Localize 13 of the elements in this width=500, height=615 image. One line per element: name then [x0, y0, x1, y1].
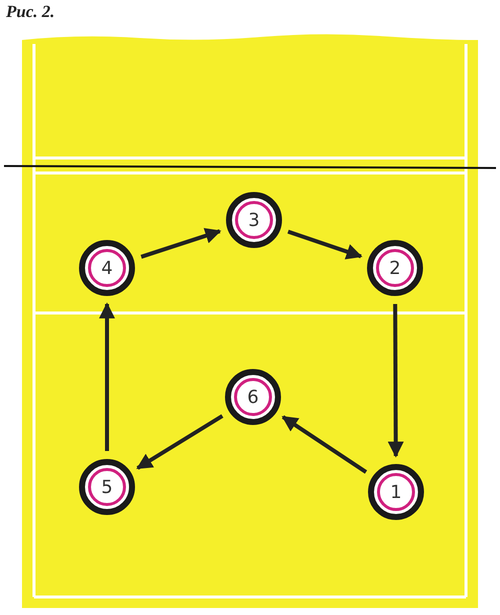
player-number: 4: [101, 258, 113, 278]
player-number: 3: [248, 210, 260, 230]
player-number: 5: [101, 476, 113, 498]
arrow: [282, 415, 368, 474]
arrow: [99, 302, 115, 451]
arrow: [388, 304, 404, 458]
player-number: 6: [247, 386, 259, 408]
arrow: [287, 230, 362, 260]
player-number: 1: [390, 482, 402, 502]
figure-title: Рис. 2.: [6, 2, 55, 22]
player-number: 2: [389, 258, 401, 278]
arrow: [140, 228, 222, 259]
arrow: [136, 414, 224, 470]
